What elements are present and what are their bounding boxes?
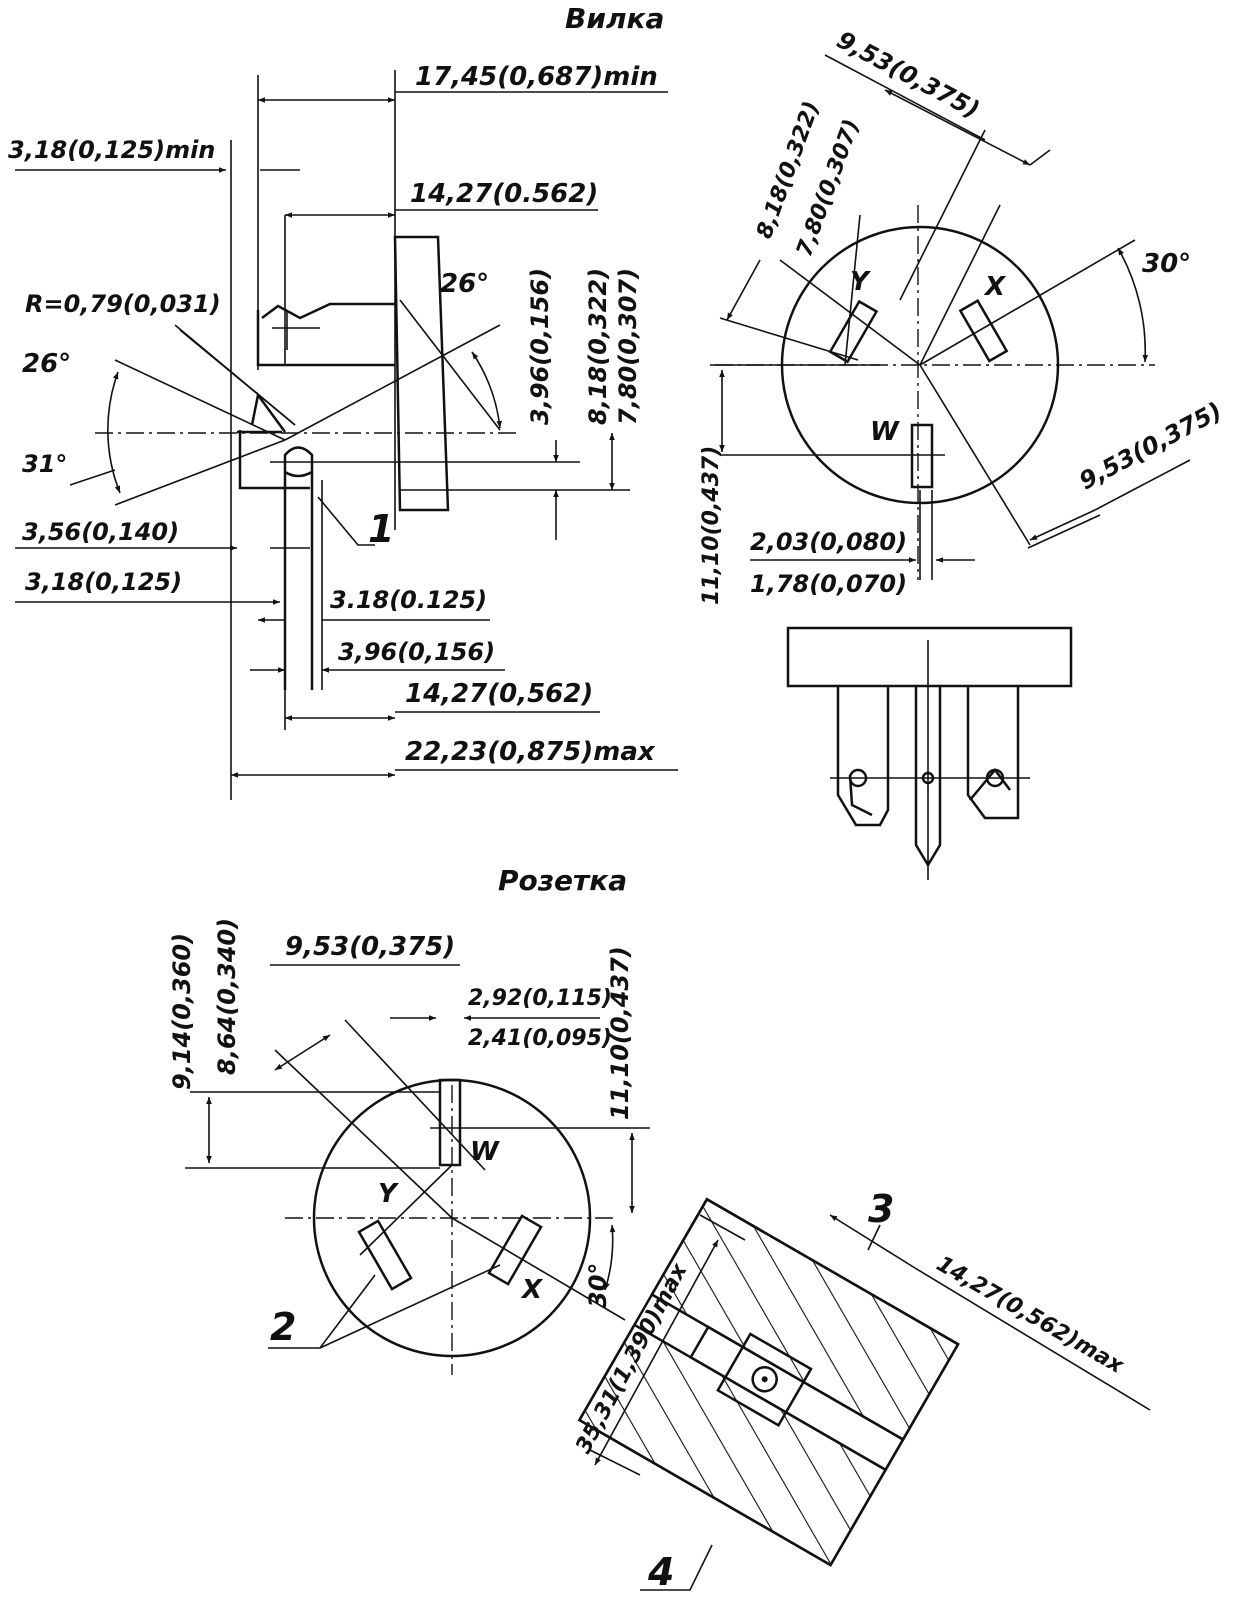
- dim-7-80-vertical: 7,80(0,307): [614, 268, 642, 425]
- dim-14-27-top: 14,27(0.562): [410, 179, 598, 209]
- dim-8-64: 8,64(0,340): [213, 918, 241, 1075]
- dim-3-96-vertical: 3,96(0,156): [526, 268, 554, 425]
- dim-11-10-socket: 11,10(0,437): [606, 946, 634, 1120]
- callout-4: 4: [647, 1550, 674, 1594]
- plug-side-view-pins: [786, 626, 1073, 880]
- pin-label-x: X: [983, 272, 1007, 302]
- angle-26-right: 26°: [440, 269, 489, 299]
- angle-31: 31°: [22, 450, 67, 478]
- dim-2-41: 2,41(0,095): [468, 1026, 612, 1051]
- angle-26-left: 26°: [22, 349, 71, 379]
- dim-17-45-min: 17,45(0,687)min: [415, 62, 658, 92]
- callout-2: 2: [270, 1305, 296, 1349]
- callout-3: 3: [868, 1187, 894, 1231]
- dim-8-18-vertical: 8,18(0,322): [584, 268, 612, 425]
- socket-section-view: [577, 1197, 1151, 1591]
- dim-22-23-max: 22,23(0,875)max: [405, 737, 656, 767]
- dim-2-92: 2,92(0,115): [468, 986, 612, 1011]
- dim-9-14: 9,14(0,360): [168, 933, 196, 1090]
- dim-1-78: 1,78(0,070): [750, 570, 907, 598]
- pin-label-w-socket: W: [470, 1137, 500, 1167]
- dim-2-03: 2,03(0,080): [750, 528, 907, 556]
- pin-label-y-socket: Y: [378, 1179, 400, 1209]
- socket-title: Розетка: [498, 864, 627, 897]
- dim-radius: R=0,79(0,031): [25, 290, 221, 318]
- dim-14-27-max: 14,27(0,562)max: [932, 1252, 1128, 1380]
- dim-14-27-bottom: 14,27(0,562): [405, 679, 593, 709]
- dim-11-10: 11,10(0,437): [699, 446, 724, 605]
- dim-3-18-min: 3,18(0,125)min: [8, 136, 215, 164]
- angle-30: 30°: [1142, 249, 1191, 279]
- callout-1: 1: [368, 507, 394, 551]
- dim-9-53: 9,53(0,375): [285, 932, 455, 962]
- plug-side-view: [15, 70, 678, 800]
- dim-3-18-b: 3.18(0.125): [330, 586, 487, 614]
- pin-label-y: Y: [850, 267, 872, 297]
- pin-label-x-socket: X: [520, 1275, 544, 1305]
- dim-3-18-a: 3,18(0,125): [25, 568, 182, 596]
- dim-3-96-horizontal: 3,96(0,156): [338, 638, 495, 666]
- plug-title: Вилка: [565, 2, 664, 35]
- plug-face-view: [710, 54, 1191, 580]
- dim-9-53-top: 9,53(0,375): [832, 26, 984, 124]
- dim-3-56: 3,56(0,140): [22, 518, 179, 546]
- angle-30-socket: 30°: [584, 1263, 612, 1308]
- pin-label-w: W: [870, 417, 900, 447]
